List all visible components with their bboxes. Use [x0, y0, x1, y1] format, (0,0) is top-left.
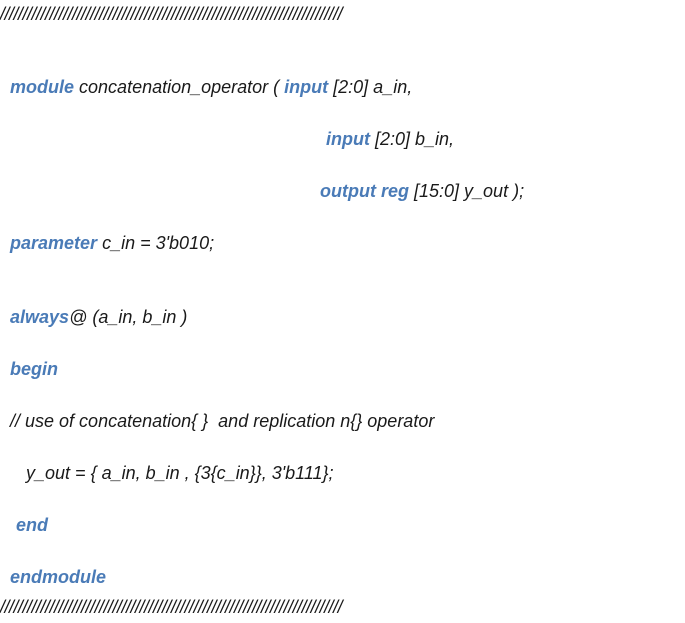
keyword-input: input — [284, 77, 329, 97]
code-line-endmodule: endmodule — [0, 544, 106, 588]
keyword-always: always — [10, 307, 70, 327]
keyword-input: input — [326, 129, 370, 149]
code-line-always: always@ (a_in, b_in ) — [0, 284, 187, 328]
comment-text: // use of concatenation{ } and replicati… — [10, 411, 435, 431]
code-line-assignment: y_out = { a_in, b_in , {3{c_in}}, 3'b111… — [16, 440, 334, 484]
parameter-text: c_in = 3'b010; — [97, 233, 215, 253]
bottom-separator-rule: ////////////////////////////////////////… — [0, 597, 343, 617]
port-y-out-text: [15:0] y_out ); — [409, 181, 525, 201]
code-line-module: module concatenation_operator ( input [2… — [0, 54, 412, 98]
assignment-text: y_out = { a_in, b_in , {3{c_in}}, 3'b111… — [26, 463, 334, 483]
keyword-parameter: parameter — [10, 233, 98, 253]
code-line-begin: begin — [0, 336, 58, 380]
keyword-module: module — [10, 77, 75, 97]
code-line-end: end — [6, 492, 48, 536]
keyword-output-reg: output reg — [320, 181, 409, 201]
keyword-begin: begin — [10, 359, 59, 379]
sensitivity-list-text: @ (a_in, b_in ) — [69, 307, 188, 327]
port-a-in-text: [2:0] a_in, — [328, 77, 413, 97]
code-line-comment: // use of concatenation{ } and replicati… — [0, 388, 434, 432]
code-line-input-b: input [2:0] b_in, — [316, 106, 454, 150]
top-separator-rule: ////////////////////////////////////////… — [0, 4, 343, 24]
keyword-endmodule: endmodule — [10, 567, 107, 587]
keyword-end: end — [16, 515, 49, 535]
module-declaration-text: concatenation_operator ( — [74, 77, 285, 97]
port-b-in-text: [2:0] b_in, — [370, 129, 455, 149]
code-line-parameter: parameter c_in = 3'b010; — [0, 210, 214, 254]
code-line-output: output reg [15:0] y_out ); — [310, 158, 524, 202]
